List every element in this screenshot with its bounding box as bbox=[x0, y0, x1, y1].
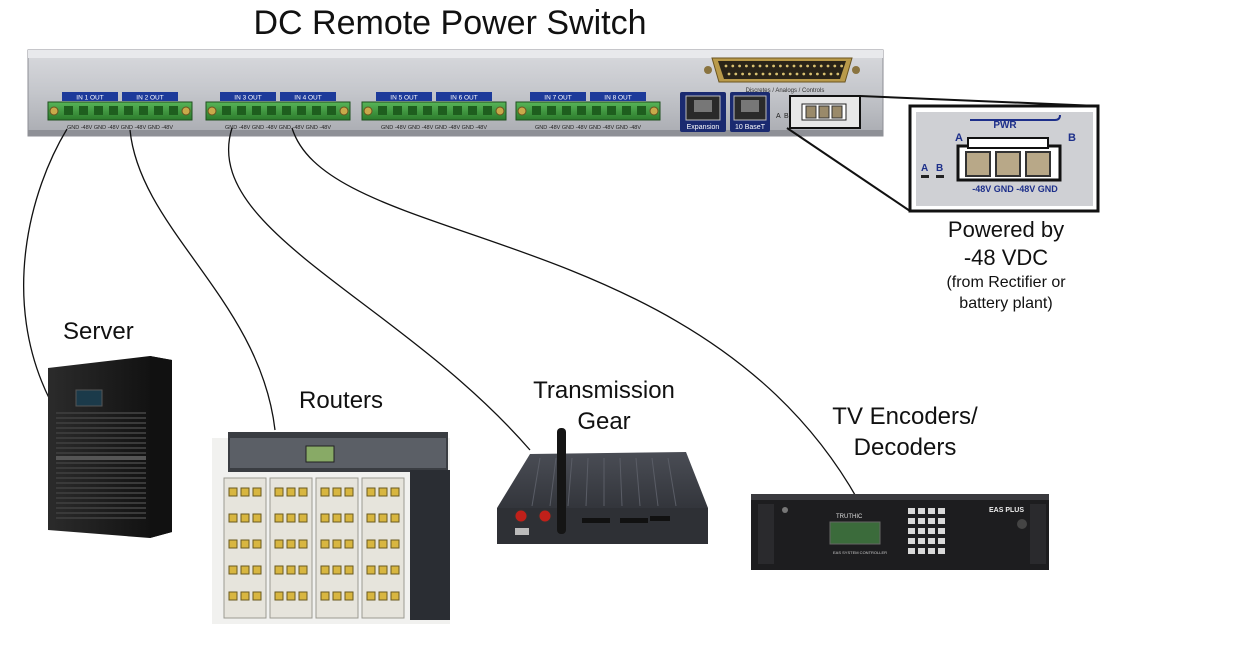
pin-labels: GND -48V GND -48V GND -48V GND -48V bbox=[225, 125, 331, 131]
port-number-7: IN 7 OUT bbox=[544, 95, 571, 102]
port-number-6: IN 6 OUT bbox=[450, 95, 477, 102]
zoom-side-a: A bbox=[955, 132, 963, 144]
wire-server bbox=[23, 128, 68, 401]
port-number-5: IN 5 OUT bbox=[390, 95, 417, 102]
panel-b-label: B bbox=[784, 113, 789, 120]
port-label-7: IN 7 OUT bbox=[530, 92, 586, 102]
routers-label: Routers bbox=[299, 387, 384, 414]
port-label-5: IN 5 OUT bbox=[376, 92, 432, 102]
port-label-3: IN 3 OUT bbox=[220, 92, 276, 102]
expansion-label: Expansion bbox=[687, 124, 720, 131]
server-label: Server bbox=[63, 318, 134, 345]
encoder-model: EAS PLUS bbox=[989, 507, 1024, 514]
router-chassis bbox=[212, 432, 450, 624]
baset-label: 10 BaseT bbox=[735, 124, 766, 131]
port-group-4: IN 7 OUT IN 8 OUT GND -48V GND -48V GND -4… bbox=[515, 92, 661, 131]
pin-labels: GND -48V GND -48V GND -48V GND -48V bbox=[381, 125, 487, 131]
encoder-screen-label: EAS SYSTEM CONTROLLER bbox=[833, 550, 887, 555]
port-label-4: IN 4 OUT bbox=[280, 92, 336, 102]
port-number-1: IN 1 OUT bbox=[76, 95, 103, 102]
port-label-1: IN 1 OUT bbox=[62, 92, 118, 102]
port-groups: IN 1 OUT IN 2 OUT GND -48V GND -48V GND -4… bbox=[47, 92, 661, 131]
ethernet-port[interactable]: 10 BaseT bbox=[730, 92, 770, 132]
zoom-side-b: B bbox=[1068, 132, 1076, 144]
zoom-led-b: B bbox=[936, 163, 943, 174]
zoom-callout-lines bbox=[786, 95, 1099, 212]
tv-label-1: TV Encoders/ bbox=[832, 403, 978, 430]
tv-encoder-device: TRUTHIC EAS PLUS EAS SYSTEM CONTROLLER bbox=[751, 494, 1049, 570]
transmission-label-2: Gear bbox=[577, 408, 631, 435]
port-group-1: IN 1 OUT IN 2 OUT GND -48V GND -48V GND -4… bbox=[47, 92, 193, 131]
wires bbox=[23, 127, 859, 501]
power-line-4: battery plant) bbox=[959, 295, 1053, 312]
zoom-led-a: A bbox=[921, 163, 928, 174]
port-number-2: IN 2 OUT bbox=[136, 95, 163, 102]
discretes-label: Discretes / Analogs / Controls bbox=[746, 88, 825, 94]
pin-labels: GND -48V GND -48V GND -48V GND -48V bbox=[535, 125, 641, 131]
power-line-2: -48 VDC bbox=[963, 245, 1049, 270]
pwr-connector-small bbox=[789, 95, 861, 129]
expansion-port[interactable]: Expansion bbox=[680, 92, 726, 132]
zoom-pwr-label: PWR bbox=[993, 120, 1017, 131]
port-label-8: IN 8 OUT bbox=[590, 92, 646, 102]
port-label-2: IN 2 OUT bbox=[122, 92, 178, 102]
power-line-3: (from Rectifier or bbox=[946, 274, 1066, 291]
server-device bbox=[48, 356, 172, 538]
wire-routers bbox=[129, 129, 276, 431]
encoder-brand: TRUTHIC bbox=[836, 514, 863, 520]
panel-a-label: A bbox=[776, 113, 781, 120]
port-number-3: IN 3 OUT bbox=[234, 95, 261, 102]
transmission-device bbox=[497, 428, 708, 544]
port-label-6: IN 6 OUT bbox=[436, 92, 492, 102]
transmission-label-1: Transmission bbox=[533, 377, 675, 404]
wire-tv-encoders bbox=[291, 127, 859, 501]
db-connector bbox=[704, 57, 860, 83]
diagram-title: DC Remote Power Switch bbox=[253, 4, 647, 42]
tv-label-2: Decoders bbox=[853, 434, 957, 461]
power-line-1: Powered by bbox=[947, 217, 1065, 242]
port-group-2: IN 3 OUT IN 4 OUT GND -48V GND -48V GND -4… bbox=[205, 92, 351, 131]
wire-transmission bbox=[228, 127, 531, 451]
port-number-4: IN 4 OUT bbox=[294, 95, 321, 102]
port-group-3: IN 5 OUT IN 6 OUT GND -48V GND -48V GND -4… bbox=[361, 92, 507, 131]
pwr-zoom-box: PWR A B A B -48V GND -48V GND bbox=[908, 104, 1100, 213]
pin-labels: GND -48V GND -48V GND -48V GND -48V bbox=[67, 125, 173, 131]
zoom-pins-label: -48V GND -48V GND bbox=[972, 184, 1058, 194]
port-number-8: IN 8 OUT bbox=[604, 95, 631, 102]
